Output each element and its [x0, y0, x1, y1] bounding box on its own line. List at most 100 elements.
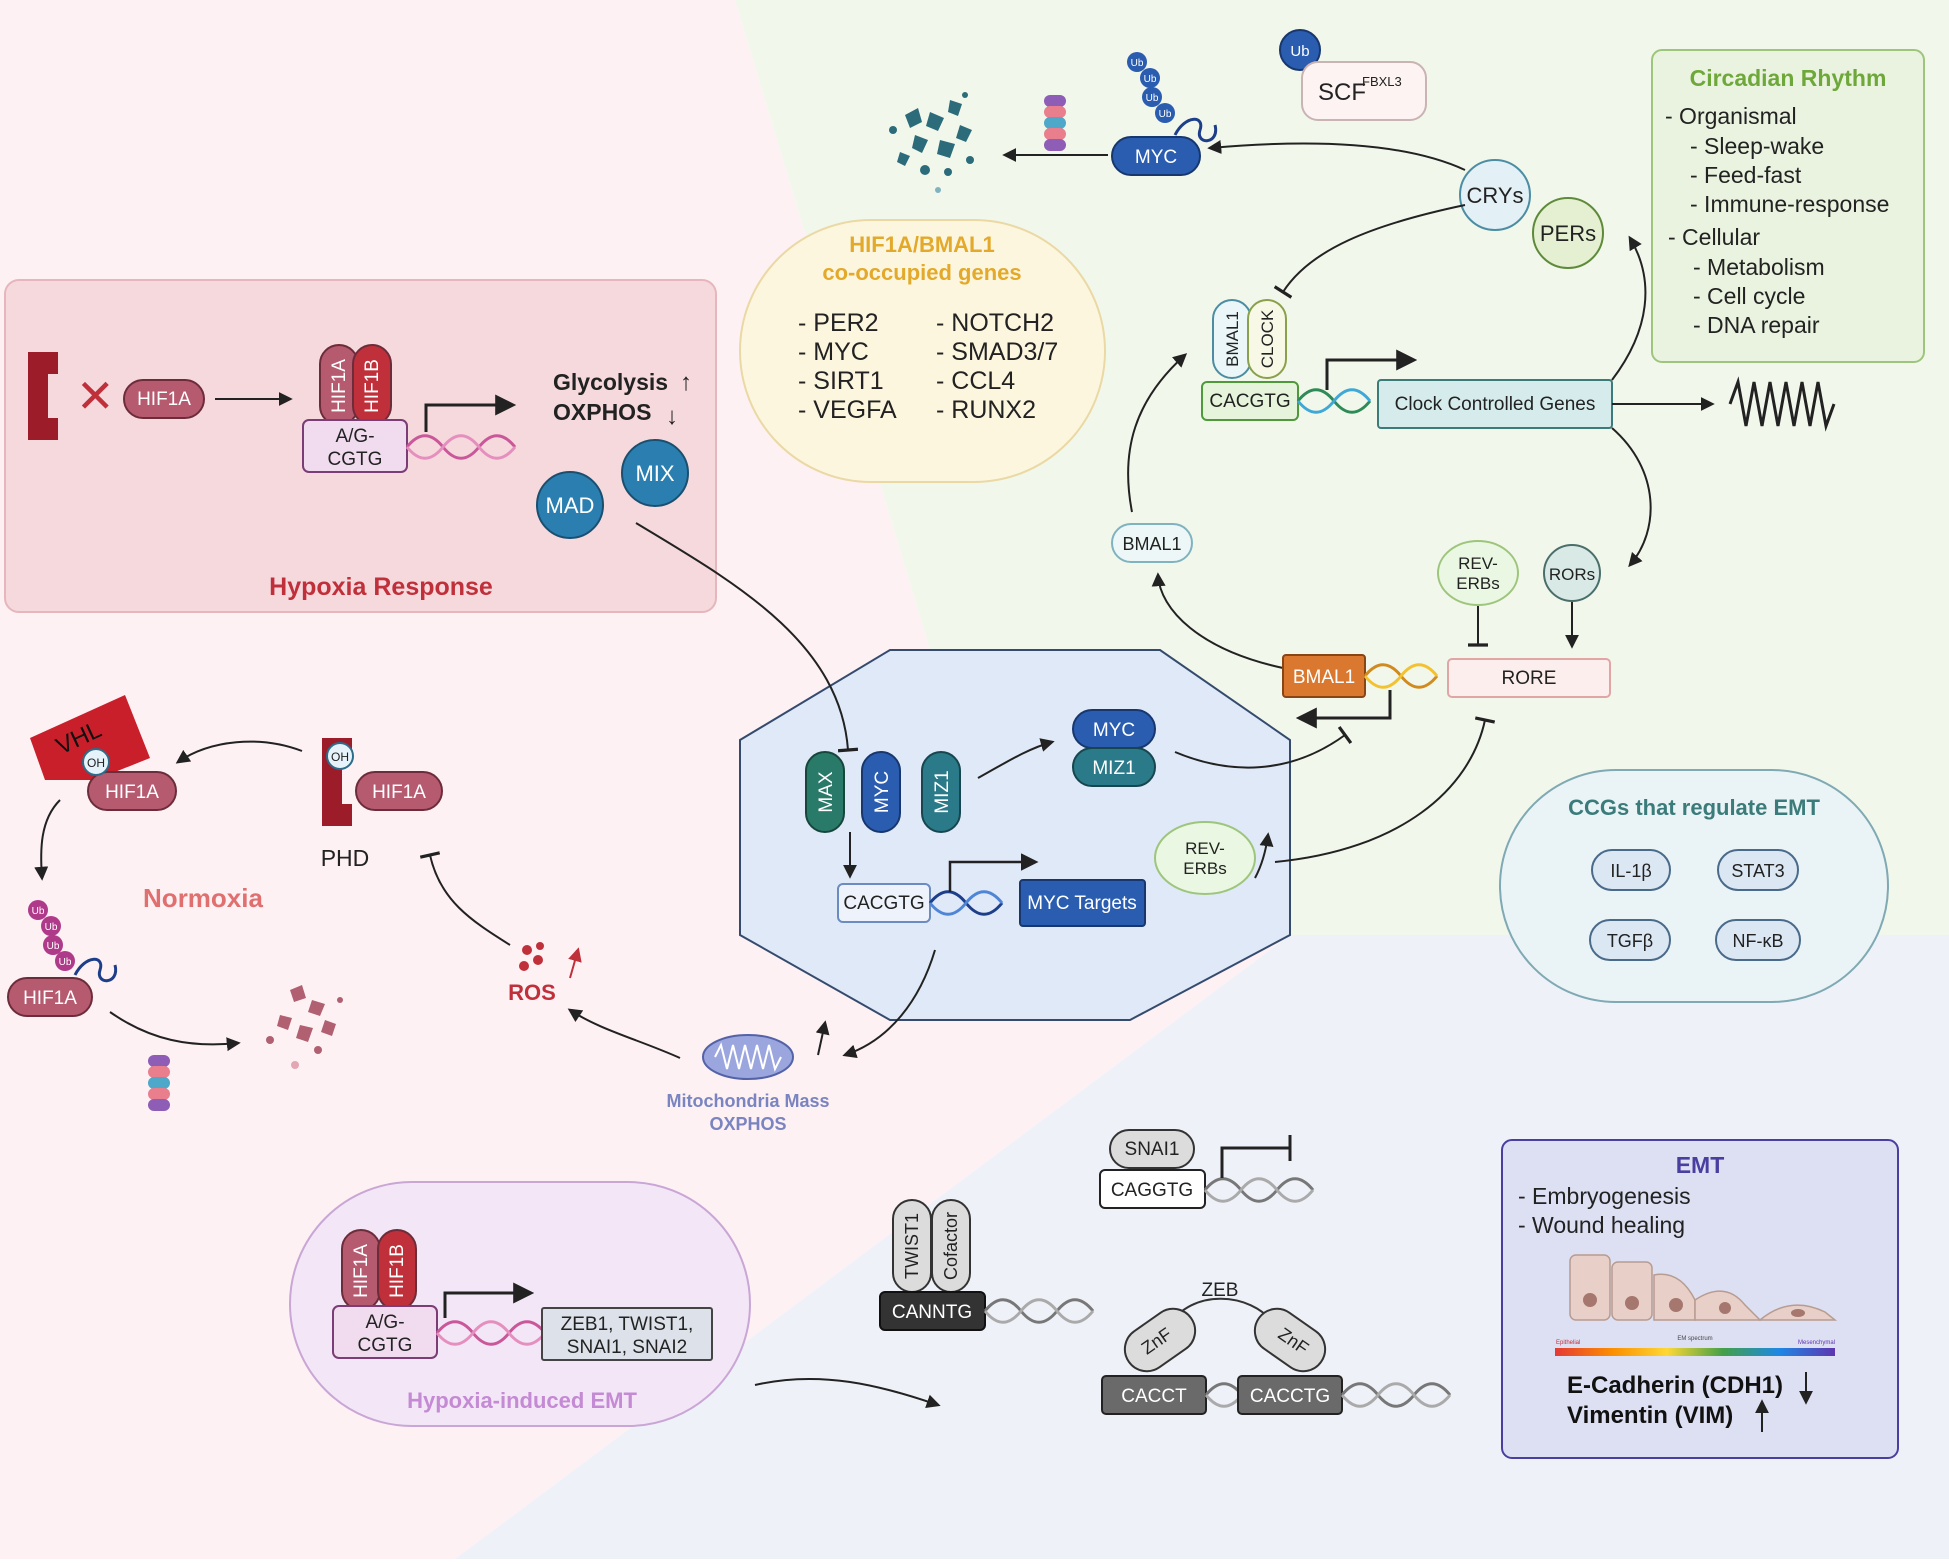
cooccupied-title-1: HIF1A/BMAL1: [849, 232, 994, 257]
tgfb-label: TGFβ: [1607, 931, 1653, 951]
canntg-label: CANNTG: [892, 1302, 972, 1323]
normoxia-title: Normoxia: [143, 883, 263, 913]
pers-label: PERs: [1540, 221, 1596, 246]
zeb-label: ZEB: [1202, 1280, 1239, 1301]
mix-label: MIX: [635, 461, 674, 486]
clock-subunit: [1247, 299, 1287, 379]
il1b-label: IL-1β: [1610, 861, 1651, 881]
ub-circle: [1279, 29, 1321, 71]
gene-item: - SIRT1: [798, 367, 884, 395]
circadian-item: - Cell cycle: [1693, 283, 1805, 309]
mix-protein: [621, 439, 689, 507]
rev-erbs-top: [1437, 540, 1519, 606]
rore-label: RORE: [1502, 668, 1557, 689]
ubiquitin-chain-icon: Ub Ub Ub Ub: [1127, 52, 1218, 143]
cacctg-label: CACCTG: [1250, 1386, 1330, 1407]
snai1-pill: [1109, 1129, 1195, 1169]
oh-label: OH: [87, 756, 105, 770]
pers-protein: [1532, 197, 1604, 269]
bmal1-subunit-label: BMAL1: [1223, 311, 1242, 367]
ub-label: Ub: [45, 922, 58, 933]
max-protein: [805, 751, 845, 833]
myc-targets-box: [1019, 879, 1146, 927]
hif1a-pill: [355, 771, 443, 811]
hif1a-subunit-label: HIF1A: [351, 1244, 372, 1298]
rors-label: RORs: [1549, 565, 1595, 584]
circadian-item: - Sleep-wake: [1690, 133, 1824, 159]
emt-title: EMT: [1676, 1152, 1725, 1178]
ros-particle: [533, 955, 543, 965]
ccgs-emt-panel: CCGs that regulate EMT IL-1β STAT3 TGFβ …: [1499, 769, 1889, 1003]
miz1-label: MIZ1: [932, 770, 953, 813]
oh-label: OH: [331, 750, 349, 764]
emt-tf-targets-box: [541, 1307, 713, 1361]
degraded-fragments-icon: [889, 92, 974, 193]
hif1a-label: HIF1A: [105, 782, 159, 803]
hif1a-subunit-label: HIF1A: [329, 359, 350, 413]
stat3-pill: [1717, 849, 1799, 891]
motif-line2: CGTG: [328, 449, 383, 470]
hif1a-pill: [7, 977, 93, 1017]
circadian-title: Circadian Rhythm: [1690, 65, 1887, 91]
ub-label: Ub: [1159, 109, 1172, 120]
gene-item: - VEGFA: [798, 396, 897, 424]
rev-erbs-label-1: REV-: [1185, 839, 1225, 858]
phd-label: PHD: [321, 845, 370, 871]
crys-label: CRYs: [1466, 183, 1523, 208]
myc-protein: [861, 751, 901, 833]
myc-degradation: MYC Ub Ub Ub Ub Ub SCF FBXL3: [889, 29, 1427, 193]
mitochondria: Mitochondria Mass OXPHOS: [567, 1008, 830, 1134]
circadian-item: - Immune-response: [1690, 191, 1889, 217]
myc-label: MYC: [872, 771, 893, 813]
ub-label: Ub: [59, 957, 72, 968]
gene-item: - RUNX2: [936, 396, 1036, 424]
down-arrow-icon: ↓: [666, 403, 678, 430]
circadian-item: - DNA repair: [1693, 312, 1820, 338]
stat3-label: STAT3: [1731, 861, 1784, 881]
nfkb-label: NF-κB: [1733, 931, 1784, 951]
ub-label: Ub: [1146, 93, 1159, 104]
targets-line2: SNAI1, SNAI2: [567, 1337, 687, 1358]
hif1a-label: HIF1A: [137, 389, 191, 410]
rev-erbs-label-1: REV-: [1458, 554, 1498, 573]
znf-domain: [1253, 1307, 1327, 1373]
oh-group: [326, 742, 354, 770]
ccg-label: Clock Controlled Genes: [1395, 394, 1596, 415]
crys-protein: [1459, 159, 1531, 231]
hif1a-pill: [123, 379, 205, 419]
motif-line1: A/G-: [365, 1312, 404, 1333]
clock-loop: CRYs PERs BMAL1 CLOCK CACGTG Clock Contr…: [1111, 140, 1836, 729]
oh-group: [82, 748, 110, 776]
cacgtg-label: CACGTG: [843, 893, 924, 914]
mad-protein: [536, 471, 604, 539]
motif-line2: CGTG: [358, 1335, 413, 1356]
emt-panel: EMT - Embryogenesis - Wound healing Epit…: [1501, 1139, 1899, 1459]
scf-superscript: FBXL3: [1362, 74, 1402, 89]
hif1a-label: HIF1A: [23, 988, 77, 1009]
rev-erbs-protein: [1154, 821, 1256, 895]
bmal1-gene-label: BMAL1: [1293, 667, 1355, 688]
hif1b-subunit-label: HIF1B: [362, 359, 383, 413]
spectrum-left-label: Epithelial: [1556, 1340, 1580, 1346]
circadian-item: - Organismal: [1665, 103, 1797, 129]
ros-label: ROS: [508, 980, 556, 1005]
cross-icon: ✕: [76, 370, 115, 422]
gene-item: - SMAD3/7: [936, 338, 1058, 366]
znf-domain: [1123, 1307, 1197, 1373]
mito-label-1: Mitochondria Mass: [666, 1091, 829, 1111]
cofactor-label: Cofactor: [941, 1212, 961, 1280]
proteasome-icon: [148, 1055, 170, 1111]
inhibitor-block-icon: [28, 352, 58, 440]
emt-item: - Wound healing: [1518, 1212, 1685, 1238]
oxphos-label: OXPHOS: [553, 399, 651, 425]
hif1a-label: HIF1A: [372, 782, 426, 803]
myc-pill: [1111, 136, 1201, 176]
gene-item: - NOTCH2: [936, 309, 1054, 337]
mito-label-2: OXPHOS: [709, 1114, 786, 1134]
hypoxia-response-panel: ✕ HIF1A HIF1A HIF1B A/G- CGTG Glycolysis…: [4, 279, 717, 613]
caggtg-label: CAGGTG: [1111, 1180, 1193, 1201]
ub-label: Ub: [1131, 58, 1144, 69]
circadian-item: - Cellular: [1668, 224, 1760, 250]
ub-label: Ub: [32, 906, 45, 917]
